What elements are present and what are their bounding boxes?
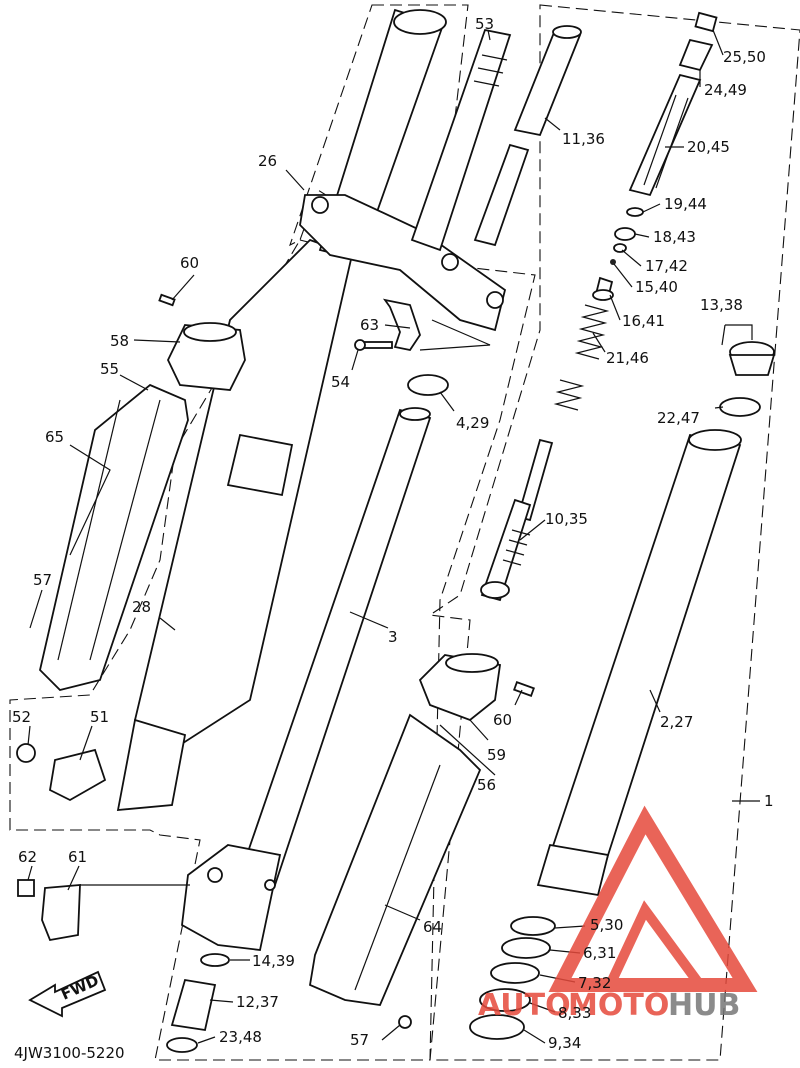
- label-15-40: 15,40: [635, 278, 678, 296]
- label-3: 3: [388, 628, 398, 646]
- fork-protector-part: [39, 383, 189, 691]
- label-55: 55: [100, 360, 119, 378]
- label-51: 51: [90, 708, 109, 726]
- label-21-46: 21,46: [606, 349, 649, 367]
- part-labels: 53 11,36 25,50 24,49 20,45 26 19,44 18,4…: [12, 15, 774, 1062]
- brake-hose-guide-part: [158, 293, 246, 391]
- right-tube-assembly-boundary: [428, 4, 800, 1061]
- label-54: 54: [331, 373, 350, 391]
- label-53: 53: [475, 15, 494, 33]
- label-65: 65: [45, 428, 64, 446]
- label-64: 64: [423, 918, 442, 936]
- base-valve-part: [166, 953, 230, 1053]
- label-58: 58: [110, 332, 129, 350]
- label-8-33: 8,33: [558, 1004, 591, 1022]
- label-17-42: 17,42: [645, 257, 688, 275]
- label-14-39: 14,39: [252, 952, 295, 970]
- damper-rod-part: [592, 11, 718, 301]
- logo-moto-text: MOTO: [568, 988, 669, 1023]
- label-28: 28: [132, 598, 151, 616]
- automotohub-logo: AUTO MOTO HUB: [478, 805, 758, 1023]
- label-6-31: 6,31: [583, 944, 616, 962]
- label-4-29: 4,29: [456, 414, 489, 432]
- logo-hub-text: HUB: [668, 988, 740, 1023]
- label-23-48: 23,48: [219, 1028, 262, 1046]
- forward-arrow-icon: FWD: [28, 970, 107, 1018]
- cap-bolt-part: [719, 341, 776, 417]
- logo-auto-text: AUTO: [478, 988, 571, 1023]
- label-19-44: 19,44: [664, 195, 707, 213]
- axle-holder-part: [16, 743, 107, 942]
- diagram-code: 4JW3100-5220: [14, 1044, 125, 1062]
- bushing-stack-part: [469, 916, 556, 1040]
- label-7-32: 7,32: [578, 974, 611, 992]
- label-62: 62: [18, 848, 37, 866]
- label-11-36: 11,36: [562, 130, 605, 148]
- label-59: 59: [487, 746, 506, 764]
- label-61: 61: [68, 848, 87, 866]
- oil-seal-part: [407, 374, 449, 396]
- label-2-27: 2,27: [660, 713, 693, 731]
- label-22-47: 22,47: [657, 409, 700, 427]
- label-63: 63: [360, 316, 379, 334]
- label-9-34: 9,34: [548, 1034, 581, 1052]
- label-20-45: 20,45: [687, 138, 730, 156]
- label-60-upper: 60: [180, 254, 199, 272]
- label-24-49: 24,49: [704, 81, 747, 99]
- label-25-50: 25,50: [723, 48, 766, 66]
- under-bracket-part: [299, 194, 507, 332]
- damper-cylinder-part: [480, 498, 532, 602]
- label-57-bottom: 57: [350, 1031, 369, 1049]
- label-16-41: 16,41: [622, 312, 665, 330]
- clamp-bracket-part: [354, 298, 421, 352]
- label-12-37: 12,37: [236, 993, 279, 1011]
- collar-part: [473, 25, 582, 247]
- fork-bottom-part: [181, 844, 282, 951]
- bolt-part: [398, 1015, 412, 1029]
- label-52: 52: [12, 708, 31, 726]
- label-10-35: 10,35: [545, 510, 588, 528]
- leader-lines: [27, 29, 760, 1044]
- inner-tube-part: [536, 429, 742, 897]
- label-60-lower: 60: [493, 711, 512, 729]
- steering-shaft-part: [410, 28, 512, 252]
- label-57-left: 57: [33, 571, 52, 589]
- fork-spring-part: [516, 304, 610, 522]
- label-13-38: 13,38: [700, 296, 743, 314]
- label-1: 1: [764, 792, 774, 810]
- label-26: 26: [258, 152, 277, 170]
- label-56: 56: [477, 776, 496, 794]
- label-5-30: 5,30: [590, 916, 623, 934]
- lower-protector-part: [308, 713, 482, 1006]
- label-18-43: 18,43: [653, 228, 696, 246]
- left-cover-assembly-boundary: [9, 239, 536, 1061]
